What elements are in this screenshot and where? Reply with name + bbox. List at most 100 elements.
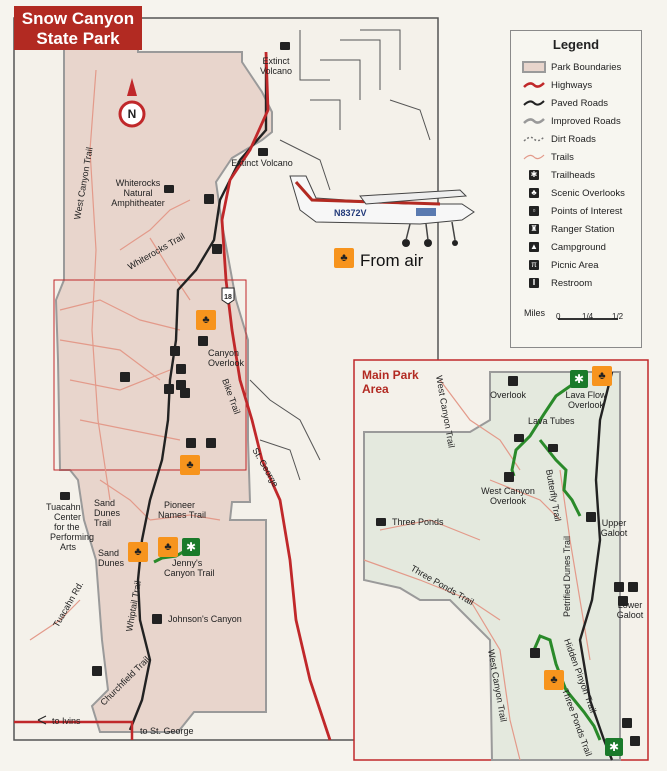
legend-label: Picnic Area [551, 259, 599, 271]
legend-item-trails: Trails [521, 148, 641, 166]
hiker-icon: ✱ [570, 370, 588, 388]
tent-icon: ▲ [529, 242, 539, 252]
legend-label: Park Boundaries [551, 61, 622, 73]
label-sand-dunes-trail-2: Dunes [94, 508, 121, 518]
camera-icon [548, 444, 558, 452]
legend-item-improved-roads: Improved Roads [521, 112, 641, 130]
hiker-icon: ✱ [182, 538, 200, 556]
label-tuacahn-3: for the [54, 522, 80, 532]
label-extinct-volcano-1b: Volcano [260, 66, 292, 76]
paved-road-line [521, 96, 547, 110]
restroom-icon [198, 336, 208, 346]
legend-label: Highways [551, 79, 593, 91]
label-johnsons-canyon: Johnson's Canyon [168, 614, 242, 624]
legend-label: Restroom [551, 277, 593, 289]
scale-bar [558, 318, 618, 320]
inset-label-lower-galoot-1: Lower [618, 600, 643, 610]
legend-item-trailheads: ✱ Trailheads [521, 166, 641, 184]
north-label: N [128, 107, 137, 121]
label-sand-dunes-2: Dunes [98, 558, 125, 568]
road-network [249, 29, 431, 481]
map-title: Snow Canyon State Park [14, 6, 142, 50]
label-pioneer-names-2: Names Trail [158, 510, 206, 520]
legend-label: Trails [551, 151, 574, 163]
scale-tick-quarter: 1/4 [582, 312, 594, 321]
legend-item-highways: Highways [521, 76, 641, 94]
inset-lava-flow-route [510, 380, 577, 477]
label-sand-dunes-trail-1: Sand [94, 498, 115, 508]
north-arrow [118, 78, 146, 128]
highway-line [521, 78, 547, 92]
legend-item-paved-roads: Paved Roads [521, 94, 641, 112]
label-extinct-volcano-1a: Extinct [262, 56, 290, 66]
label-jennys-canyon-2: Canyon Trail [164, 568, 215, 578]
scale-tick-half: 1/2 [612, 312, 624, 321]
camera-icon [164, 185, 174, 193]
map-title-line-1: Snow Canyon [21, 9, 135, 28]
label-canyon-overlook-1: Canyon [208, 348, 239, 358]
restroom-icon [504, 472, 514, 482]
legend: Legend Park Boundaries Highways Paved Ro… [510, 30, 642, 348]
inset-label-lava-flow-2: Overlook [568, 400, 605, 410]
camera-icon [376, 518, 386, 526]
label-whiterocks-3: Amphitheater [111, 198, 165, 208]
inset-label-lava-tubes: Lava Tubes [528, 416, 575, 426]
label-whiterocks-1: Whiterocks [116, 178, 161, 188]
legend-label: Improved Roads [551, 115, 621, 127]
restroom-icon [92, 666, 102, 676]
binoculars-icon: ♣ [158, 537, 178, 557]
picnic-table-icon [176, 364, 186, 374]
dirt-road-line [521, 132, 547, 146]
scale-tick-0: 0 [556, 312, 561, 321]
label-tuacahn-4: Performing [50, 532, 94, 542]
highway-18-shield [221, 287, 235, 305]
hiker-icon [212, 244, 222, 254]
picnic-table-icon [176, 380, 186, 390]
label-to-ivins: to Ivins [52, 716, 81, 726]
camera-icon [514, 434, 524, 442]
restroom-icon [508, 376, 518, 386]
picnic-table-icon: π [529, 260, 539, 270]
label-sand-dunes-trail-3: Trail [94, 518, 111, 528]
legend-item-park-boundaries: Park Boundaries [521, 58, 641, 76]
restroom-icon [530, 648, 540, 658]
legend-item-points-of-interest: ▫ Points of Interest [521, 202, 641, 220]
legend-item-scenic-overlooks: ♣ Scenic Overlooks [521, 184, 641, 202]
legend-label: Dirt Roads [551, 133, 596, 145]
inset-label-petrified-dunes: Petrified Dunes Trail [562, 536, 572, 617]
ranger-icon: ♜ [529, 224, 539, 234]
binoculars-icon: ♣ [128, 542, 148, 562]
inset-title-line-1: Main Park [362, 368, 419, 382]
legend-item-campground: ▲ Campground [521, 238, 641, 256]
restroom-icon [630, 736, 640, 746]
bottom-highway [14, 720, 134, 740]
camera-icon [618, 596, 628, 606]
hiker-icon [204, 194, 214, 204]
binoculars-icon: ♣ [196, 310, 216, 330]
binoculars-icon: ♣ [544, 670, 564, 690]
camera-icon [60, 492, 70, 500]
label-to-st-george: to St. George [140, 726, 194, 736]
label-tuacahn-1: Tuacahn [46, 502, 81, 512]
legend-label: Points of Interest [551, 205, 623, 217]
label-whiterocks-2: Natural [123, 188, 152, 198]
picnic-table-icon [628, 582, 638, 592]
inset-paved-road [578, 371, 614, 761]
map-title-line-2: State Park [36, 29, 120, 48]
inset-butterfly-route [538, 439, 582, 517]
inset-label-three-ponds: Three Ponds [392, 517, 444, 527]
legend-label: Scenic Overlooks [551, 187, 625, 199]
trail-line [521, 150, 547, 164]
camera-icon [180, 388, 190, 398]
park-boundary-swatch [521, 60, 547, 74]
from-air-label: From air [360, 251, 424, 270]
binoculars-icon: ♣ [334, 248, 354, 268]
hiker-icon [586, 512, 596, 522]
restroom-icon [120, 372, 130, 382]
inset-reference-box [53, 279, 247, 471]
legend-label: Ranger Station [551, 223, 615, 235]
inset-label-upper-galoot-1: Upper [602, 518, 627, 528]
ranger-icon [206, 438, 216, 448]
label-extinct-volcano-2: Extinct Volcano [231, 158, 293, 168]
